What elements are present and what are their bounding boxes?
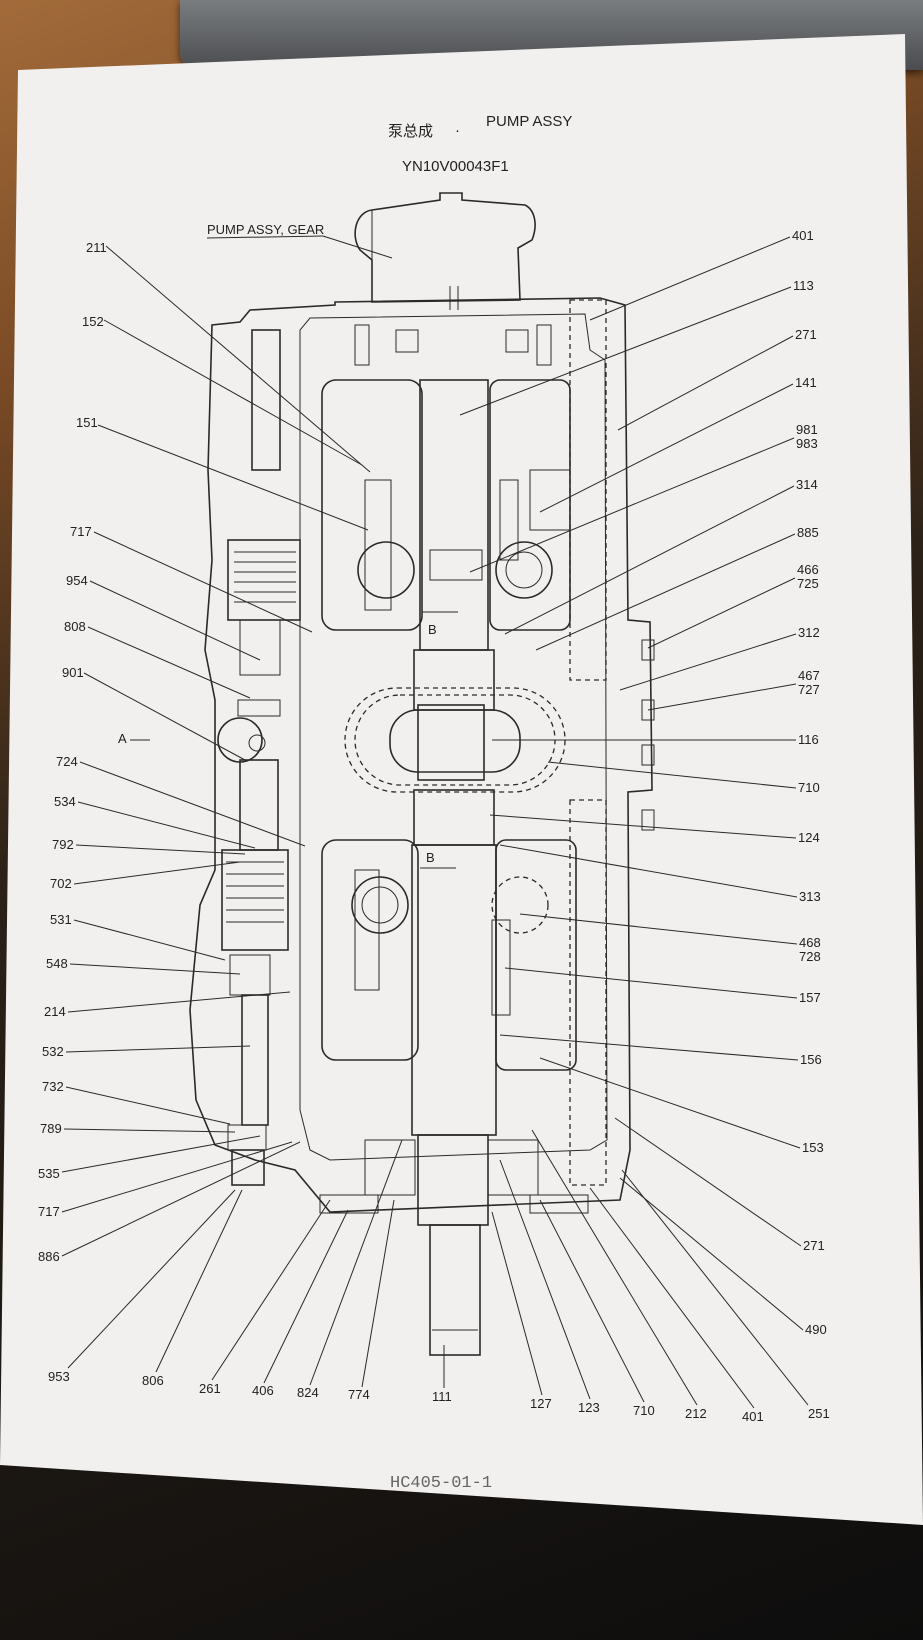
callout-710-right: 710	[798, 780, 820, 795]
title-chinese: 泵总成	[388, 123, 433, 140]
callout-313: 313	[799, 889, 821, 904]
callout-468: 468	[799, 935, 821, 950]
callout-724: 724	[56, 754, 78, 769]
callout-156: 156	[800, 1052, 822, 1067]
footer-code: HC405-01-1	[390, 1474, 492, 1493]
drawing-number: YN10V00043F1	[402, 158, 509, 175]
callout-702: 702	[50, 876, 72, 891]
callout-212: 212	[685, 1406, 707, 1421]
callout-953: 953	[48, 1369, 70, 1384]
view-a-label: A	[118, 731, 127, 746]
callout-271-lower: 271	[803, 1238, 825, 1253]
lower-spring-hatch	[226, 861, 284, 923]
callout-532: 532	[42, 1044, 64, 1059]
callout-123: 123	[578, 1400, 600, 1415]
right-callouts: 401 113 271 141 981 983 314 885 466 725 …	[459, 228, 827, 1337]
title-english: PUMP ASSY	[486, 113, 572, 130]
left-callouts: 211 152 151 717 954 808 901 724 534 792 …	[38, 240, 371, 1264]
callout-127: 127	[530, 1396, 552, 1411]
callout-124: 124	[798, 830, 820, 845]
callout-151: 151	[76, 415, 98, 430]
callout-401-bottom: 401	[742, 1409, 764, 1424]
callout-157: 157	[799, 990, 821, 1005]
callout-717-lower: 717	[38, 1204, 60, 1219]
section-mark-upper: B	[428, 622, 437, 637]
callout-466: 466	[797, 562, 819, 577]
callout-774: 774	[348, 1387, 370, 1402]
drawing-title: 泵总成 · PUMP ASSY YN10V00043F1	[388, 113, 572, 175]
callout-211: 211	[86, 240, 107, 255]
callout-214: 214	[44, 1004, 66, 1019]
gear-pump-label: PUMP ASSY, GEAR	[207, 222, 324, 237]
callout-467: 467	[798, 668, 820, 683]
callout-111: 111	[432, 1389, 452, 1404]
callout-901: 901	[62, 665, 84, 680]
callout-981: 981	[796, 422, 818, 437]
callout-789: 789	[40, 1121, 62, 1136]
callout-141: 141	[795, 375, 817, 390]
callout-806: 806	[142, 1373, 164, 1388]
title-separator: ·	[455, 122, 460, 139]
callout-113: 113	[793, 278, 814, 293]
callout-732: 732	[42, 1079, 64, 1094]
callout-116: 116	[798, 732, 819, 747]
callout-885: 885	[797, 525, 819, 540]
callout-792: 792	[52, 837, 74, 852]
callout-251: 251	[808, 1406, 830, 1421]
callout-710-bottom: 710	[633, 1403, 655, 1418]
callout-886: 886	[38, 1249, 60, 1264]
callout-808: 808	[64, 619, 86, 634]
callout-531: 531	[50, 912, 72, 927]
section-markers: B B A	[118, 611, 458, 869]
callout-717-upper: 717	[70, 524, 92, 539]
callout-314: 314	[796, 477, 818, 492]
callout-401-upper: 401	[792, 228, 814, 243]
bottom-callouts: 953 806 261 406 824 774 111 127 123 710 …	[48, 1129, 830, 1424]
callout-548: 548	[46, 956, 68, 971]
callout-954: 954	[66, 573, 88, 588]
callout-312: 312	[798, 625, 820, 640]
callout-271-upper: 271	[795, 327, 817, 342]
callout-490: 490	[805, 1322, 827, 1337]
callout-728: 728	[799, 949, 821, 964]
section-mark-lower: B	[426, 850, 435, 865]
callout-152: 152	[82, 314, 104, 329]
callout-261: 261	[199, 1381, 221, 1396]
callout-406: 406	[252, 1383, 274, 1398]
callout-824: 824	[297, 1385, 319, 1400]
callout-727: 727	[798, 682, 820, 697]
callout-535: 535	[38, 1166, 60, 1181]
callout-983: 983	[796, 436, 818, 451]
callout-534: 534	[54, 794, 76, 809]
callout-725: 725	[797, 576, 819, 591]
upper-spring-hatch	[234, 551, 296, 603]
callout-153: 153	[802, 1140, 824, 1155]
pump-assembly-drawing	[189, 192, 655, 1356]
